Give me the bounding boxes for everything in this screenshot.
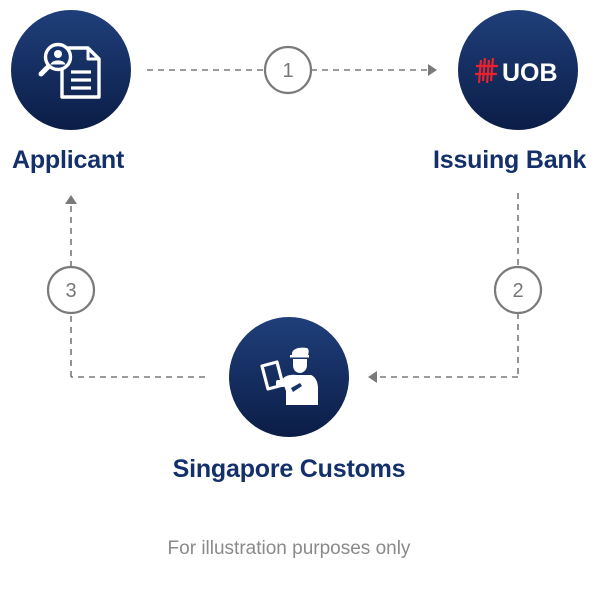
step-badge-1: 1: [263, 45, 313, 95]
arrowhead-icon: [368, 371, 377, 383]
customs-label: Singapore Customs: [172, 455, 406, 483]
step-number-3: 3: [65, 280, 76, 302]
applicant-node: [11, 10, 131, 130]
applicant-label: Applicant: [12, 146, 125, 174]
footnote: For illustration purposes only: [167, 538, 411, 559]
customs-officer-icon: [260, 347, 318, 405]
step-badge-2: 2: [493, 265, 543, 315]
customs-node: [229, 317, 349, 437]
uob-logo-text: UOB: [502, 59, 558, 87]
step-number-1: 1: [282, 60, 293, 82]
document-search-icon: [38, 42, 101, 99]
connector-step-3: [65, 195, 205, 378]
step-number-2: 2: [512, 280, 523, 302]
arrowhead-icon: [65, 195, 77, 204]
arrowhead-icon: [428, 64, 437, 76]
connector-step-2: [368, 193, 519, 383]
connector-step-1: [147, 64, 437, 76]
step-badge-3: 3: [46, 265, 96, 315]
uob-logo: UOB: [475, 57, 558, 87]
issuing-bank-label: Issuing Bank: [433, 146, 587, 174]
issuing-bank-node: UOB: [458, 10, 578, 130]
